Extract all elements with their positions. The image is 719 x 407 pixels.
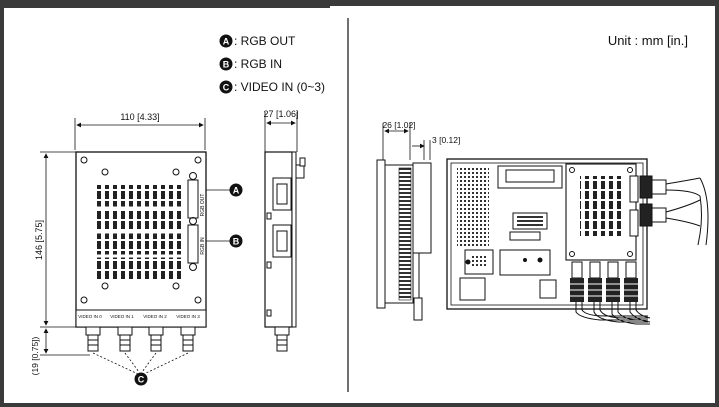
bnc-connectors <box>85 326 196 352</box>
legend-badge-c <box>219 80 233 94</box>
dim-width: 110 [4.33] <box>120 112 159 122</box>
dim-side-depth: 26 [1.02] <box>382 120 415 130</box>
legend-badge-a-letter: A <box>223 37 230 47</box>
dim-height: 146 [5.75] <box>34 220 44 260</box>
unit-label: Unit : mm [in.] <box>608 33 688 48</box>
callout-a <box>229 183 243 197</box>
front-view: 110 [4.33] 146 [5.75] (19 [0.75]) RGB <box>30 112 243 386</box>
board-label-video-3: VIDEO IN 3 <box>176 314 200 319</box>
assembled-side-view: 26 [1.02] 3 [0.12] <box>376 120 460 321</box>
rear-vent-left <box>457 168 489 246</box>
board-label-video-1: VIDEO IN 1 <box>110 314 134 319</box>
callout-b <box>229 234 243 248</box>
board-label-video-2: VIDEO IN 2 <box>143 314 167 319</box>
legend-rgb-out-text: : RGB OUT <box>234 34 296 48</box>
callout-c <box>134 372 148 386</box>
rear-bnc-connectors <box>570 261 638 302</box>
legend-rgb-in-text: : RGB IN <box>234 57 282 71</box>
rear-board-vents <box>580 176 624 236</box>
frame-tab <box>0 0 330 8</box>
board-label-rgb-out: RGB OUT <box>200 194 206 217</box>
callout-c-letter: C <box>138 375 145 385</box>
legend-badge-a <box>219 34 233 48</box>
legend-badge-b-letter: B <box>223 60 230 70</box>
legend-badge-b <box>219 57 233 71</box>
legend-item-rgb-out: A : RGB OUT <box>219 34 296 48</box>
side-view: 27 [1.06] <box>263 109 306 352</box>
legend-badge-c-letter: C <box>223 83 230 93</box>
assembled-rear-view <box>446 158 709 325</box>
board-label-rgb-in: RGB IN <box>200 237 206 255</box>
callout-a-letter: A <box>233 186 240 196</box>
callout-b-letter: B <box>233 237 240 247</box>
legend-item-video-in: C : VIDEO IN (0~3) <box>219 80 325 94</box>
dim-depth: 27 [1.06] <box>263 109 298 119</box>
dim-connector: (19 [0.75]) <box>30 336 40 375</box>
legend-video-in-text: : VIDEO IN (0~3) <box>234 80 325 94</box>
legend-item-rgb-in: B : RGB IN <box>219 57 282 71</box>
board-label-video-0: VIDEO IN 0 <box>78 314 102 319</box>
dim-side-gap: 3 [0.12] <box>432 135 460 145</box>
